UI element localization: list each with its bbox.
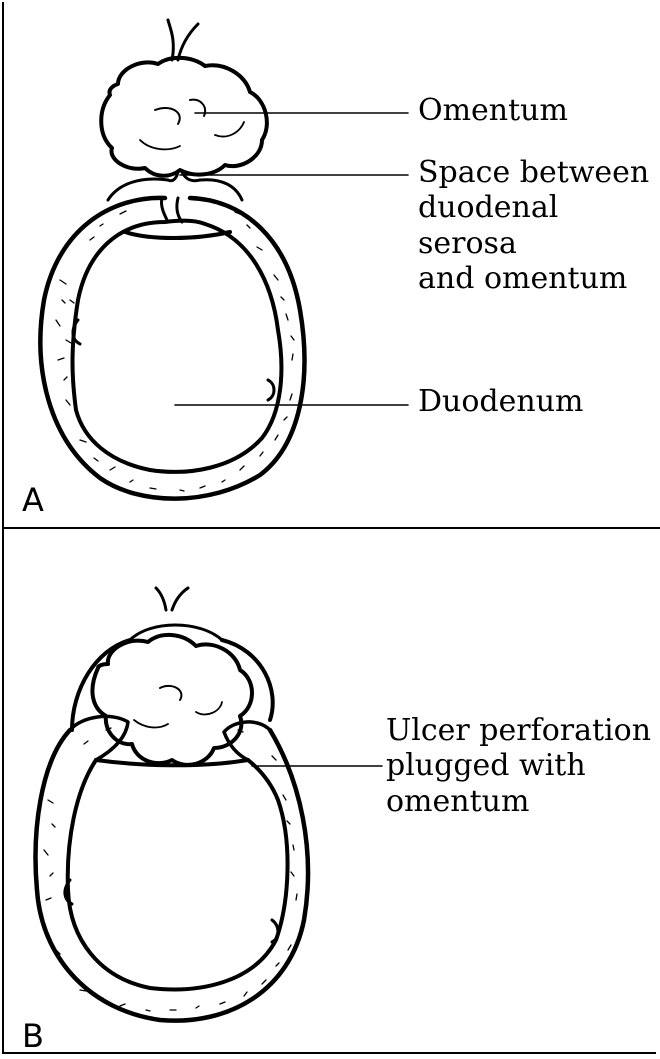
panel-a-drawing: [40, 20, 304, 499]
label-space-between-serosa-and-omentum: Space between duodenal serosa and omentu…: [418, 155, 660, 297]
panel-b-drawing: [36, 588, 308, 1021]
label-ulcer-perforation-plugged: Ulcer perforation plugged with omentum: [386, 713, 651, 819]
label-duodenum: Duodenum: [418, 384, 583, 419]
panel-letter-b: B: [22, 1020, 44, 1052]
label-omentum: Omentum: [418, 93, 568, 128]
panel-letter-a: A: [22, 484, 44, 516]
